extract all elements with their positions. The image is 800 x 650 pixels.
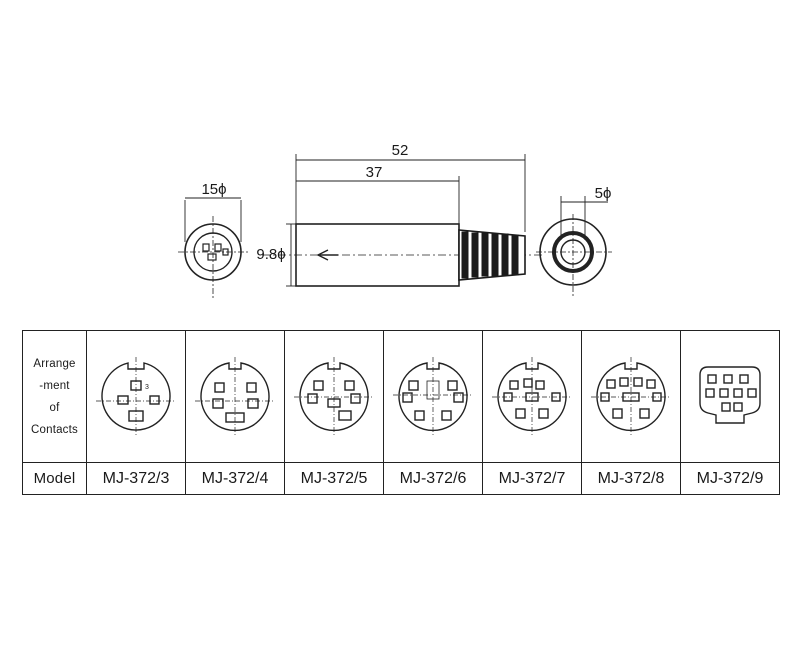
arrangement-header-line: Contacts	[31, 423, 78, 436]
model-cell-mj-372-6: MJ-372/6	[383, 462, 483, 495]
model-cell-mj-372-4: MJ-372/4	[185, 462, 285, 495]
cable-diameter-dimension: 5ϕ	[595, 185, 612, 202]
pin-diagram-8	[591, 356, 671, 437]
model-cell-mj-372-9: MJ-372/9	[680, 462, 780, 495]
model-cell-mj-372-7: MJ-372/7	[482, 462, 582, 495]
model-cell-mj-372-5: MJ-372/5	[284, 462, 384, 495]
pin-diagram-cell	[581, 330, 681, 463]
model-header: Model	[22, 462, 87, 495]
body-diameter-dimension: 9.8ϕ	[256, 246, 285, 263]
pin-diagram-cell	[185, 330, 285, 463]
body-length-dimension: 37	[366, 164, 383, 181]
arrangement-header-line: -ment	[39, 379, 70, 392]
pin-diagram-9	[699, 365, 761, 424]
contact-arrangement-table: Arrange -ment of Contacts 3	[22, 330, 780, 495]
arrangement-header-line: Arrange	[33, 357, 76, 370]
arrangement-header: Arrange -ment of Contacts	[22, 330, 87, 463]
pin-diagram-6	[393, 356, 473, 437]
pin-diagram-3: 3	[96, 356, 176, 437]
model-cell-mj-372-8: MJ-372/8	[581, 462, 681, 495]
arrangement-header-line: of	[49, 401, 60, 414]
connector-dimension-drawing: 15ϕ 52 37 9.8ϕ	[178, 142, 612, 300]
model-cell-mj-372-3: MJ-372/3	[86, 462, 186, 495]
arrangement-row: Arrange -ment of Contacts 3	[22, 330, 780, 463]
front-diameter-dimension: 15ϕ	[201, 181, 226, 198]
total-length-dimension: 52	[392, 142, 409, 159]
pin-diagram-4	[195, 356, 275, 437]
pin-diagram-5	[294, 356, 374, 437]
pin-diagram-cell	[284, 330, 384, 463]
pin-diagram-7	[492, 356, 572, 437]
front-view	[178, 197, 248, 300]
model-row: Model MJ-372/3 MJ-372/4 MJ-372/5 MJ-372/…	[22, 462, 780, 495]
pin-diagram-cell	[680, 330, 780, 463]
pin-diagram-cell	[482, 330, 582, 463]
pin-diagram-cell: 3	[86, 330, 186, 463]
pin-diagram-cell	[383, 330, 483, 463]
rear-view	[536, 196, 612, 298]
strain-relief	[458, 229, 526, 281]
pin-number-label: 3	[145, 384, 149, 391]
